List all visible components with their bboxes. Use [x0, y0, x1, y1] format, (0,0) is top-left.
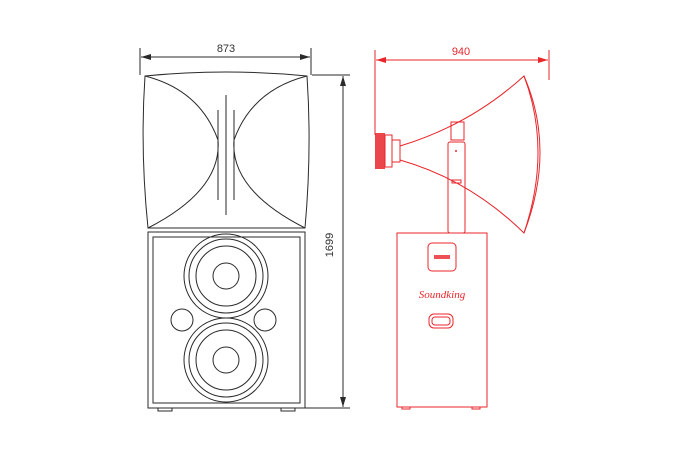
width-dimension: 873 — [139, 43, 312, 75]
height-dimension: 1699 — [305, 74, 350, 409]
front-view: 873 1699 — [139, 43, 350, 412]
depth-label: 940 — [452, 46, 470, 58]
woofer-bottom — [183, 317, 269, 403]
brand-logo: Soundking — [419, 289, 466, 301]
port-right — [253, 308, 277, 332]
side-view: 940 Soundking — [374, 46, 550, 410]
cabinet — [147, 231, 306, 412]
subwoofer-cabinet: Soundking — [396, 232, 488, 410]
handle — [428, 313, 454, 329]
depth-dimension: 940 — [374, 46, 550, 135]
woofer-top — [183, 233, 269, 319]
pole — [447, 121, 466, 234]
horn-section — [142, 71, 310, 229]
input-panel — [427, 242, 457, 272]
horn — [399, 75, 541, 234]
compression-driver — [375, 133, 401, 169]
height-label: 1699 — [324, 233, 336, 257]
port-left — [170, 308, 194, 332]
width-label: 873 — [217, 43, 235, 55]
